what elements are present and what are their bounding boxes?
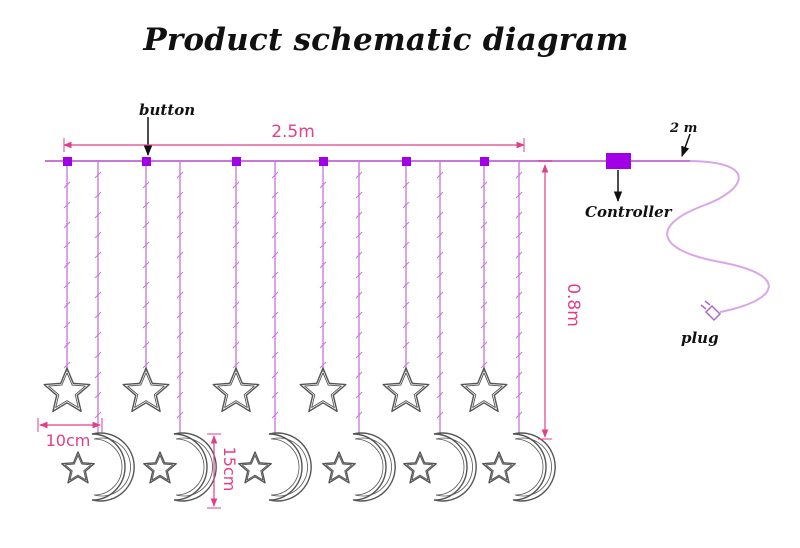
moon-strand: [482, 161, 556, 502]
button-square: [142, 157, 151, 166]
controller-label: Controller: [585, 203, 672, 221]
moon-ornament: [403, 432, 477, 502]
moon-star-ornament: [61, 451, 95, 484]
star-ornament: [382, 367, 430, 413]
star-strand: [212, 161, 260, 413]
star-strand: [460, 161, 508, 413]
moon-strand: [403, 161, 477, 502]
button-square: [232, 157, 241, 166]
star-ornament: [43, 367, 91, 413]
button-label: button: [139, 101, 196, 119]
star-ornament: [122, 367, 170, 413]
star-strand: [43, 161, 91, 413]
cord-length-label: 2 m: [670, 121, 698, 136]
moon-ornament: [61, 432, 135, 502]
moon-star-ornament: [238, 451, 272, 484]
moon-strand: [61, 161, 135, 502]
star-strand: [122, 161, 170, 413]
moon-strand: [143, 161, 217, 502]
strands: [43, 161, 556, 502]
button-square: [319, 157, 328, 166]
controller-box: [606, 153, 631, 169]
moon-ornament: [143, 432, 217, 502]
ornament-height-text: 15cm: [220, 447, 239, 492]
button-square: [402, 157, 411, 166]
power-cord: [666, 160, 770, 313]
moon-strand: [322, 161, 396, 502]
width-dimension-text: 2.5m: [271, 122, 315, 142]
star-ornament: [299, 367, 347, 413]
buttons: [63, 157, 489, 166]
diagram-title: Product schematic diagram: [143, 22, 629, 58]
moon-star-ornament: [322, 451, 356, 484]
button-square: [63, 157, 72, 166]
drop-dimension-text: 0.8m: [563, 283, 583, 327]
moon-ornament: [238, 432, 312, 502]
plug-label: plug: [681, 329, 719, 347]
ornament-width-text: 10cm: [46, 431, 91, 450]
star-strand: [299, 161, 347, 413]
plug-icon: [700, 300, 722, 322]
moon-ornament: [482, 432, 556, 502]
moon-star-ornament: [403, 451, 437, 484]
cord-length-pointer: [681, 133, 691, 157]
star-strand: [382, 161, 430, 413]
button-square: [480, 157, 489, 166]
moon-ornament: [322, 432, 396, 502]
moon-strand: [238, 161, 312, 502]
star-ornament: [212, 367, 260, 413]
star-ornament: [460, 367, 508, 413]
moon-star-ornament: [143, 451, 177, 484]
moon-star-ornament: [482, 451, 516, 484]
